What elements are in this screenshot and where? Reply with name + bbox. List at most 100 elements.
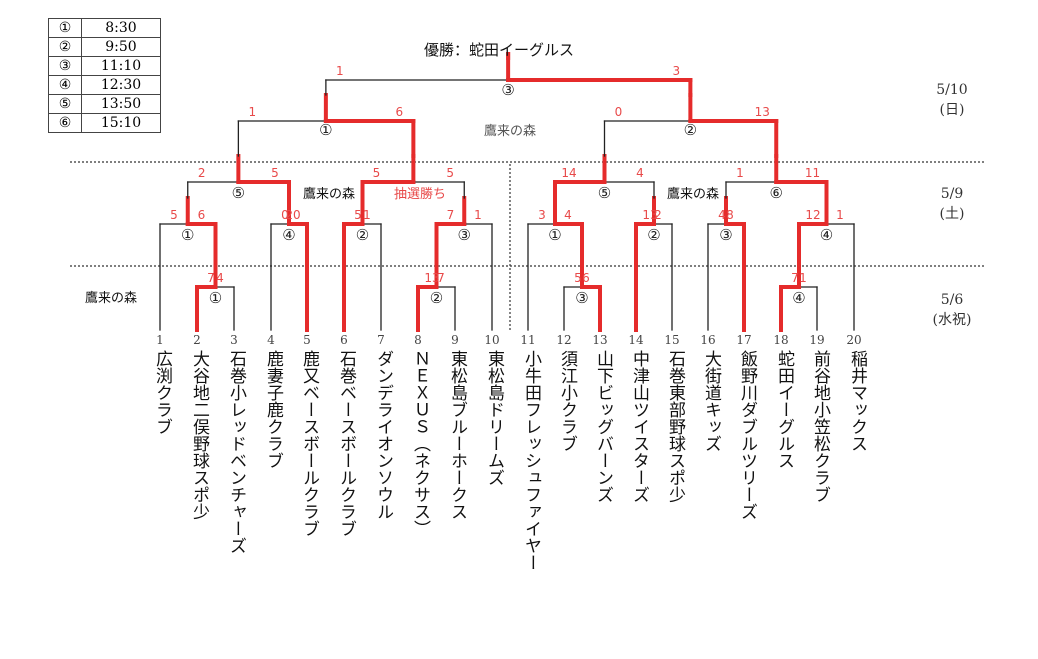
match-score: 5 [446, 166, 454, 180]
match-score: 3 [538, 208, 546, 222]
match-number: ④ [820, 226, 833, 244]
team-number: 14 [628, 333, 644, 347]
match-score: 13 [642, 208, 657, 222]
round-date-first: 5/6 (水祝) [922, 290, 982, 330]
team-number: 4 [267, 333, 275, 347]
match-number: ③ [575, 289, 588, 307]
round-day: (日) [939, 102, 965, 118]
match-number: ⑤ [598, 184, 611, 202]
venue-label: 鷹来の森 [484, 124, 536, 139]
team-name: 鹿妻子鹿クラブ [263, 350, 283, 469]
match-score: 4 [216, 271, 224, 285]
match-number: ① [319, 121, 332, 139]
match-score: 5 [170, 208, 178, 222]
team-number: 1 [156, 333, 164, 347]
match-score: 1 [736, 166, 744, 180]
round-date: 5/6 [940, 292, 964, 308]
team-name: 石巻小レッドベンチャーズ [226, 350, 246, 554]
round-date-second: 5/9 (土) [922, 184, 982, 224]
match-number: ① [209, 289, 222, 307]
match-score: 4 [718, 208, 726, 222]
match-score: 8 [726, 208, 734, 222]
match-score: 1 [799, 271, 807, 285]
team-name: 石巻東部野球スポ少 [665, 350, 685, 503]
team-number: 6 [340, 333, 348, 347]
match-score: 2 [198, 166, 206, 180]
match-score: 13 [424, 271, 439, 285]
match-score: 5 [354, 208, 362, 222]
team-number: 16 [700, 333, 715, 347]
match-score: 0 [281, 208, 289, 222]
match-number: ③ [501, 81, 514, 99]
match-number: ④ [282, 226, 295, 244]
team-number: 2 [193, 333, 201, 347]
venue-label: 鷹来の森 [667, 187, 719, 202]
match-score: 11 [805, 166, 820, 180]
match-score: 20 [285, 208, 300, 222]
match-score: 4 [564, 208, 572, 222]
team-name: 蛇田イーグルス [774, 350, 794, 469]
match-number: ④ [792, 289, 805, 307]
team-name: 石巻ベースボールクラブ [336, 350, 356, 537]
champion-title: 優勝：蛇田イーグルス [424, 41, 575, 59]
match-number: ② [356, 226, 369, 244]
team-number: 12 [556, 333, 571, 347]
schedule-match-no: ③ [48, 56, 82, 76]
match-number: ① [548, 226, 561, 244]
schedule-match-no: ⑥ [48, 113, 82, 133]
team-number: 5 [303, 333, 311, 347]
team-name: 東松島ブルーホークス [447, 350, 467, 520]
team-number: 13 [592, 333, 607, 347]
match-score: 1 [474, 208, 482, 222]
match-score: 3 [673, 64, 681, 78]
match-score: 1 [363, 208, 371, 222]
match-score: 7 [437, 271, 445, 285]
match-score: 1 [836, 208, 844, 222]
team-name: 飯野川ダブルツリーズ [737, 350, 757, 520]
match-score: 6 [198, 208, 206, 222]
team-number: 19 [809, 333, 824, 347]
team-number: 20 [846, 333, 861, 347]
match-score: 14 [561, 166, 576, 180]
team-name: ダンデライオンソウル [373, 350, 393, 520]
team-number: 9 [451, 333, 459, 347]
match-score: 7 [791, 271, 799, 285]
match-number: ① [181, 226, 194, 244]
team-name: 鹿又ベースボールクラブ [299, 350, 319, 537]
venue-label: 鷹来の森 [303, 187, 355, 202]
schedule-time: 9:50 [81, 37, 161, 57]
match-score: 13 [755, 105, 770, 119]
match-score: 7 [447, 208, 455, 222]
team-name: 須江小クラブ [557, 350, 577, 452]
team-number: 18 [773, 333, 788, 347]
team-name: 小牛田フレッシュファイヤー [521, 350, 541, 571]
round-date-final: 5/10 (日) [922, 80, 982, 120]
lottery-label: 抽選勝ち [394, 187, 446, 202]
schedule-time: 13:50 [81, 94, 161, 114]
match-score: 6 [396, 105, 404, 119]
match-score: 12 [805, 208, 820, 222]
match-score: 5 [373, 166, 381, 180]
match-score: 5 [271, 166, 279, 180]
team-number: 3 [230, 333, 238, 347]
team-number: 11 [520, 333, 535, 347]
team-name: ＮＥＸＵＳ（ネクサス） [410, 350, 430, 537]
match-number: ⑤ [232, 184, 245, 202]
match-score: 1 [336, 64, 344, 78]
match-number: ② [430, 289, 443, 307]
team-number: 17 [736, 333, 751, 347]
schedule-time: 12:30 [81, 75, 161, 95]
match-number: ③ [719, 226, 732, 244]
team-name: 大街道キッズ [701, 350, 721, 452]
match-score: 5 [574, 271, 582, 285]
round-day: (水祝) [932, 312, 972, 328]
team-name: 大谷地二俣野球スポ少 [189, 350, 209, 520]
match-number: ② [684, 121, 697, 139]
match-score: 2 [654, 208, 662, 222]
